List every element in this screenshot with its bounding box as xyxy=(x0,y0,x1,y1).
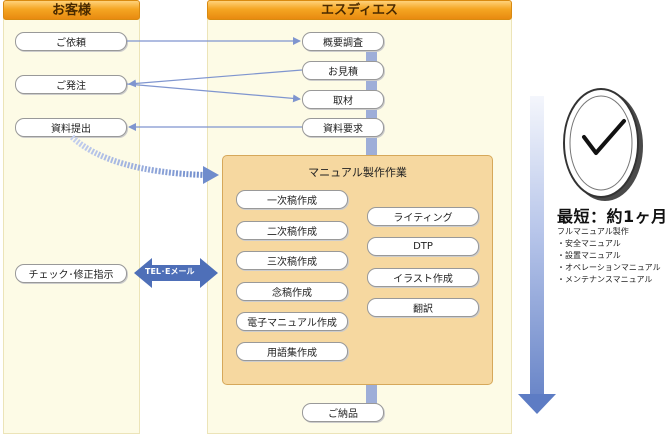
arrow-materials-production-head xyxy=(203,166,219,184)
check-box: チェック･修正指示 xyxy=(15,264,127,283)
customer-lane-header: お客様 xyxy=(3,0,140,20)
production-task: DTP xyxy=(367,237,479,256)
production-task: ライティング xyxy=(367,207,479,226)
production-task: 翻訳 xyxy=(367,298,479,317)
summary-item: ・オペレーションマニュアル xyxy=(557,263,661,272)
summary-item: ・安全マニュアル xyxy=(557,239,621,248)
summary-item: ・設置マニュアル xyxy=(557,251,621,260)
survey-box: 概要調査 xyxy=(302,32,384,51)
production-item: 用語集作成 xyxy=(236,342,348,361)
order-box: ご発注 xyxy=(15,75,127,94)
company-lane-header: エスディエス xyxy=(207,0,512,20)
production-item: 一次稿作成 xyxy=(236,190,348,209)
clock-check-icon xyxy=(563,88,643,201)
flow-connector-bottom xyxy=(366,385,377,405)
arrow-materials-production xyxy=(69,134,206,178)
estimate-box: お見積 xyxy=(302,61,384,80)
contact-double-arrow xyxy=(134,258,218,288)
request-box: ご依頼 xyxy=(15,32,127,51)
delivery-box: ご納品 xyxy=(302,403,384,422)
timeline-arrow-shaft xyxy=(530,96,544,396)
production-item: 電子マニュアル作成 xyxy=(236,312,348,331)
request-materials-box: 資料要求 xyxy=(302,118,384,137)
production-item: 念稿作成 xyxy=(236,282,348,301)
arrow-order-interview xyxy=(126,83,301,103)
down-arrow-icon xyxy=(518,394,556,414)
contact-label: TEL･Eメール xyxy=(145,267,195,276)
production-task: イラスト作成 xyxy=(367,268,479,287)
interview-box: 取材 xyxy=(302,90,384,109)
arrow-estimate-order xyxy=(128,69,303,88)
summary-item: ・メンテナンスマニュアル xyxy=(557,275,653,284)
production-title: マニュアル製作作業 xyxy=(308,166,407,179)
shortest-duration: 最短：約1ヶ月 xyxy=(557,207,667,226)
production-item: 二次稿作成 xyxy=(236,221,348,240)
production-item: 三次稿作成 xyxy=(236,251,348,270)
summary-subtitle: フルマニュアル製作 xyxy=(557,227,629,236)
materials-box: 資料提出 xyxy=(15,118,127,137)
